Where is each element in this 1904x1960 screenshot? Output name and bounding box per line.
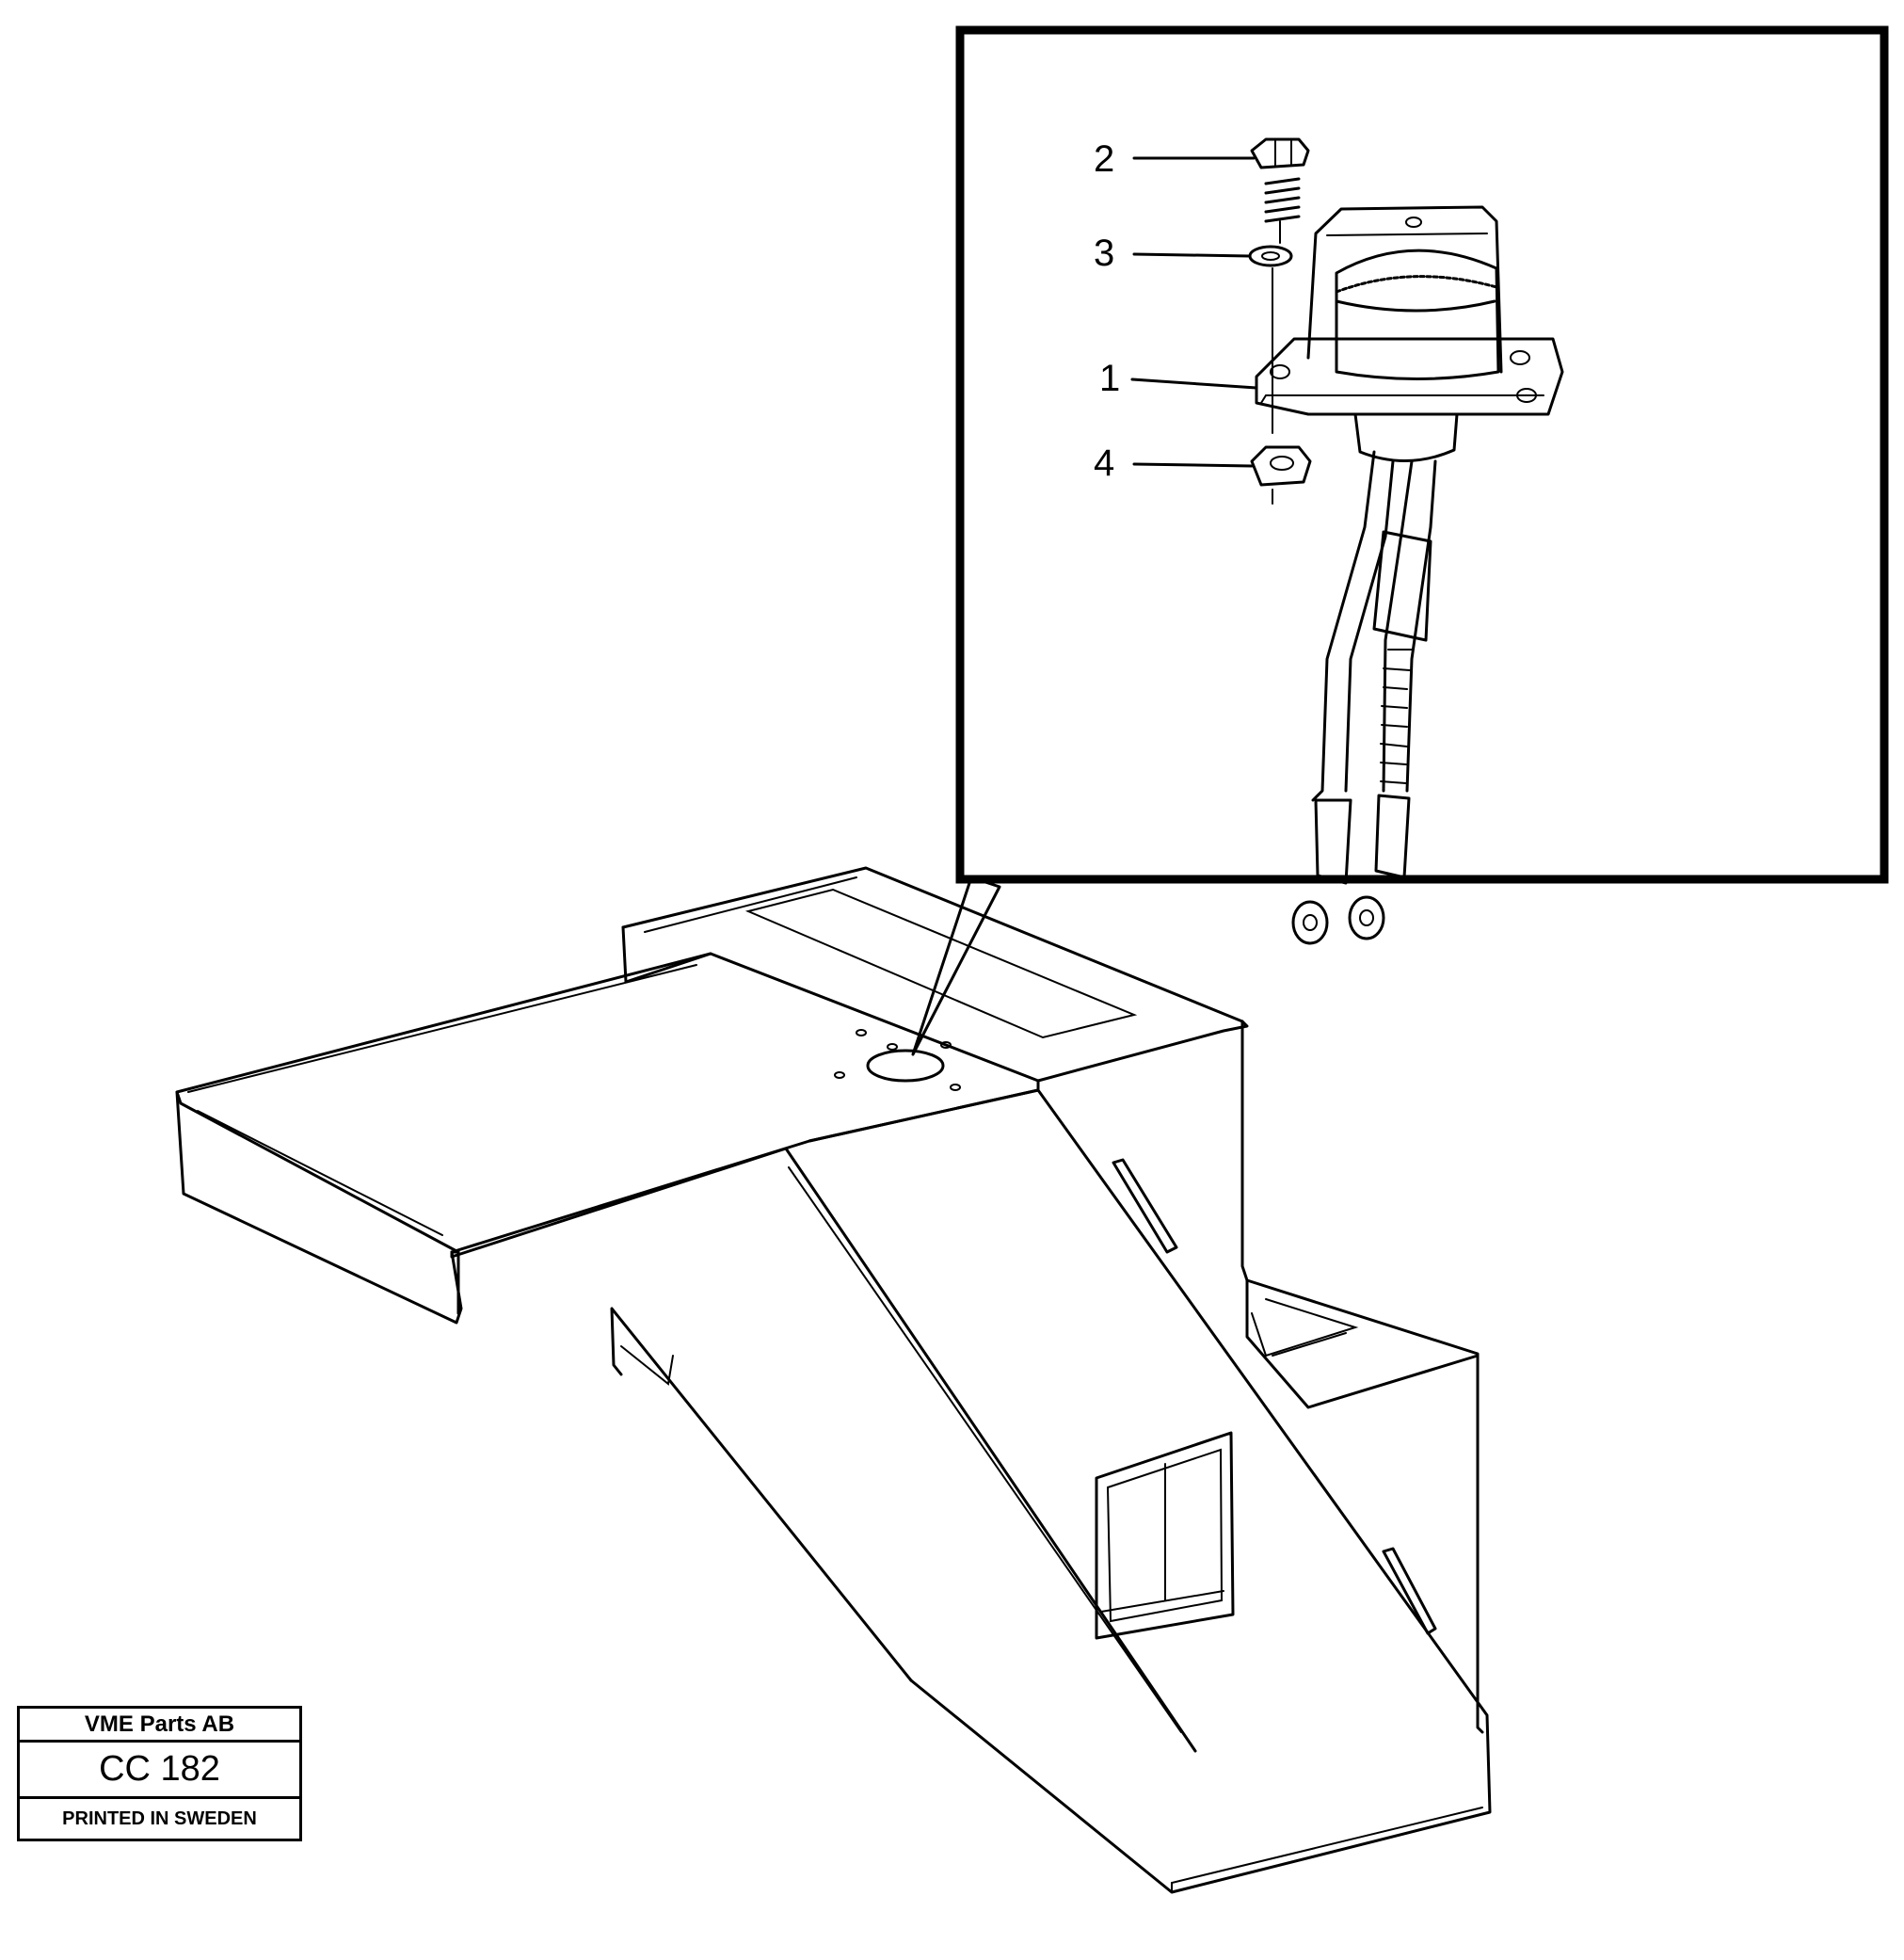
callout-2: 2 — [1094, 138, 1114, 180]
callout-leaders — [1130, 156, 1258, 468]
callout-3: 3 — [1094, 233, 1114, 274]
callout-1: 1 — [1099, 358, 1120, 399]
fasteners — [1248, 137, 1312, 505]
company-name: VME Parts AB — [20, 1709, 299, 1743]
printed-in: PRINTED IN SWEDEN — [62, 1807, 257, 1829]
detail-frame — [955, 25, 1889, 884]
housing-assembly — [175, 866, 1492, 1894]
switch-component — [1255, 205, 1564, 945]
title-block: VME Parts AB CC 182 PRINTED IN SWEDEN — [17, 1706, 302, 1841]
callout-4: 4 — [1094, 442, 1114, 484]
drawing-code: CC 182 — [20, 1743, 299, 1799]
